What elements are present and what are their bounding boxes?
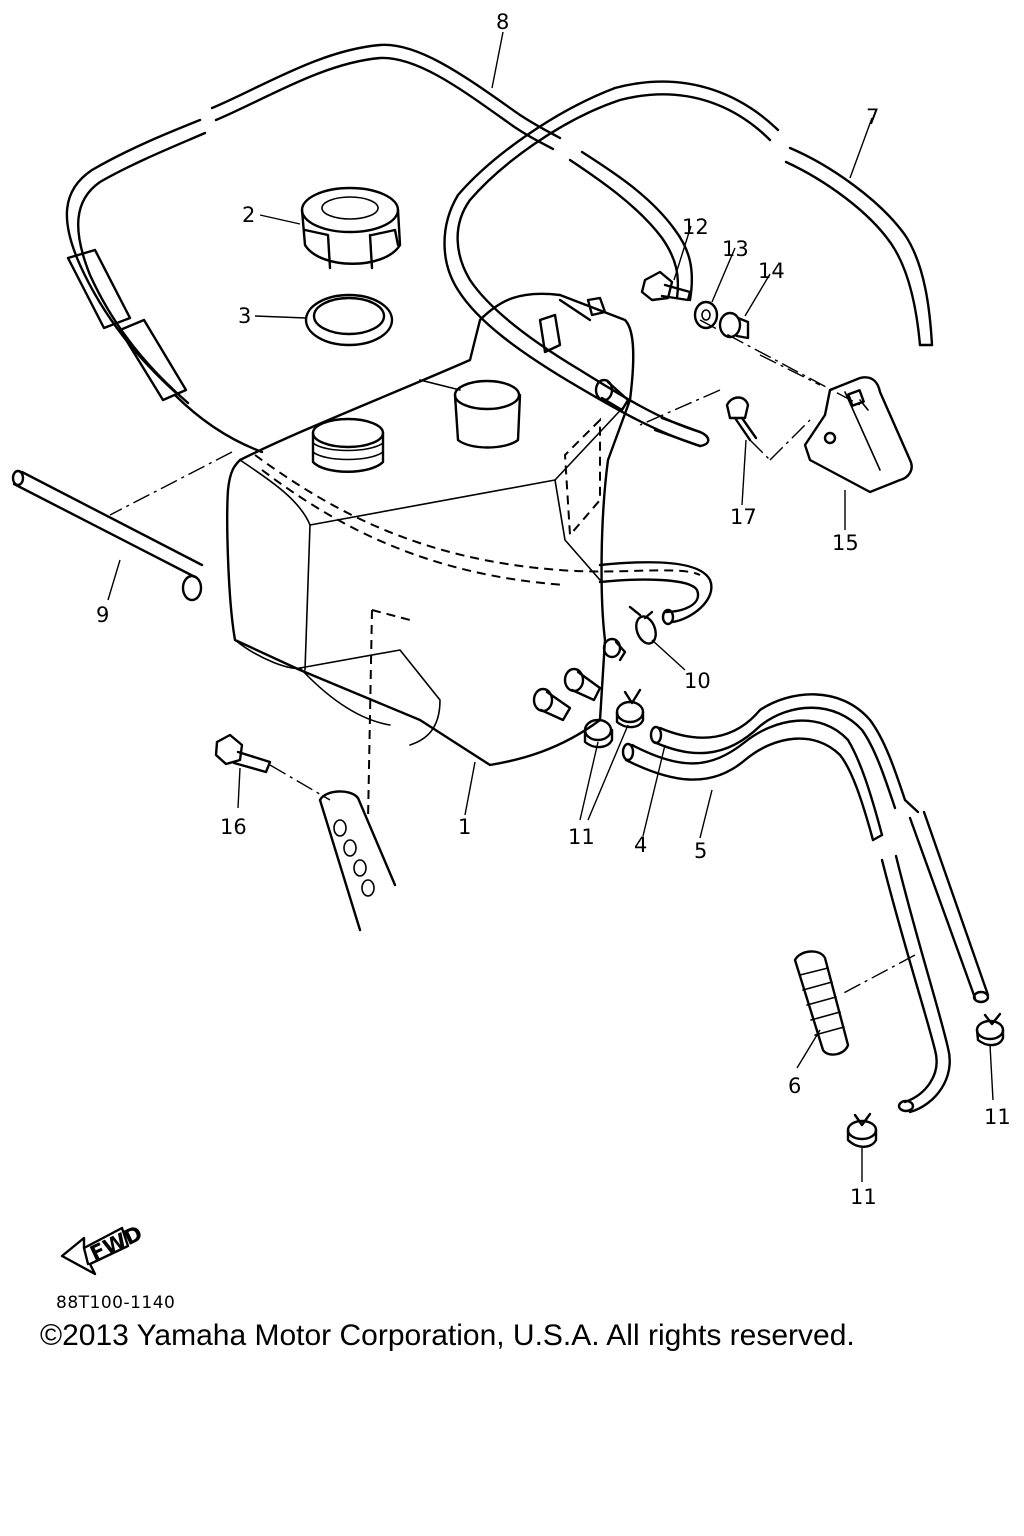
- callout-3: 3: [238, 304, 251, 328]
- oil-cap-2: [300, 186, 402, 270]
- callout-13: 13: [722, 237, 749, 261]
- oil-tank-1: [226, 292, 701, 821]
- hose-clamps-11-tank: [583, 688, 645, 749]
- hose-9: [11, 469, 204, 602]
- breather-hose-8: [65, 43, 694, 454]
- oil-hose-4: [649, 693, 920, 814]
- oil-hose-continuation: [880, 810, 990, 1114]
- hose-clamp-11-right: [975, 1012, 1005, 1047]
- screw-17: [725, 396, 758, 442]
- oil-hose-5: [621, 719, 884, 842]
- breather-fitting: [538, 296, 607, 354]
- bolt-12: [640, 270, 692, 302]
- callout-15: 15: [832, 531, 859, 555]
- clip-10: [628, 605, 657, 645]
- fwd-direction-arrow-icon: FWD: [60, 1221, 146, 1276]
- callout-9: 9: [96, 603, 109, 627]
- callout-1: 1: [458, 815, 471, 839]
- copyright-notice: ©2013 Yamaha Motor Corporation, U.S.A. A…: [40, 1319, 855, 1352]
- callout-12: 12: [682, 215, 709, 239]
- callout-14: 14: [758, 259, 785, 283]
- callout-7: 7: [866, 105, 879, 129]
- frame-bracket: [318, 790, 397, 932]
- tank-cap-rear: [453, 379, 522, 449]
- filler-neck: [311, 417, 385, 473]
- callout-11-right: 11: [984, 1105, 1011, 1129]
- callout-17: 17: [730, 505, 757, 529]
- fwd-arrow-label: FWD: [86, 1221, 146, 1266]
- hose-clamp-11-bottom: [846, 1112, 878, 1148]
- callout-11-tank: 11: [568, 825, 595, 849]
- callout-6: 6: [788, 1074, 801, 1098]
- callout-2: 2: [242, 203, 255, 227]
- bolt-16: [214, 733, 272, 774]
- leader-lines: [107, 31, 994, 1182]
- callout-5: 5: [694, 839, 707, 863]
- breather-hose-7: [443, 80, 934, 448]
- collar-14: [718, 311, 750, 340]
- callout-10: 10: [684, 669, 711, 693]
- protector-sleeve-6: [793, 950, 850, 1056]
- tank-outlet-hose: [598, 561, 713, 626]
- bracket-15: [803, 376, 913, 494]
- washer-13: [693, 300, 719, 330]
- callout-11-bottom: 11: [850, 1185, 877, 1209]
- callout-8: 8: [496, 10, 509, 34]
- callout-16: 16: [220, 815, 247, 839]
- callout-labels: 8 7 2 3 12 13 14 17 15 9 10 1 16 4 5 11 …: [96, 10, 1011, 1209]
- tank-mount-bolts: [532, 378, 630, 722]
- assembly-lines: [109, 319, 916, 996]
- o-ring-3: [304, 293, 394, 347]
- callout-4: 4: [634, 833, 647, 857]
- drawing-reference-code: 88T100-1140: [56, 1293, 176, 1313]
